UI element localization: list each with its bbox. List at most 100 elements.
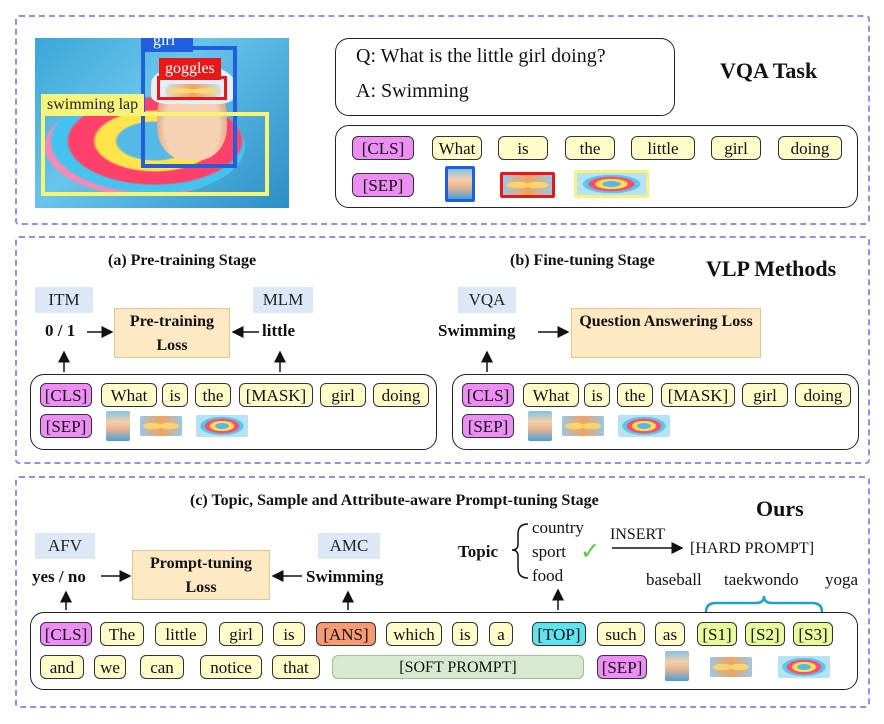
girl-thumbnail (665, 651, 689, 681)
mlm-label: MLM (253, 287, 313, 313)
swimming-lap-bbox (41, 112, 269, 196)
sample-yoga: yoga (825, 570, 859, 589)
vqa-token: What (432, 136, 482, 160)
girl-region-thumbnail (445, 166, 475, 202)
finetune-token-box (452, 374, 859, 450)
amc-value: Swimming (306, 567, 384, 586)
pretrain-token: What (101, 383, 157, 407)
goggles-region-thumbnail (500, 172, 555, 198)
sample-token: [S1] (697, 622, 737, 646)
finetune-token: [MASK] (661, 383, 735, 407)
vqa-token: the (565, 136, 615, 160)
question-text: Q: What is the little girl doing? (356, 45, 606, 67)
goggles-image (165, 84, 221, 98)
goggles-thumbnail (562, 416, 604, 436)
itm-value: 0 / 1 (45, 321, 76, 340)
vqa-sep-token: [SEP] (352, 173, 414, 197)
swim-ring-thumbnail (618, 415, 670, 437)
ours-title: Ours (756, 496, 804, 521)
prompt-token: [ANS] (316, 622, 376, 646)
pretraining-loss-box: Pre-training Loss (114, 308, 230, 358)
itm-label: ITM (35, 287, 93, 313)
afv-label: AFV (35, 533, 95, 559)
prompt-token: [TOP] (532, 622, 586, 646)
girl-thumbnail (528, 411, 552, 441)
finetune-token: [CLS] (462, 383, 514, 407)
topic-food: food (532, 566, 564, 585)
vqa-token: girl (711, 136, 761, 160)
qa-box (335, 38, 675, 116)
swimming-lap-label: swimming lap (41, 94, 145, 116)
mlm-value: little (262, 321, 296, 340)
topic-country: country (532, 518, 584, 537)
vqa-token: doing (778, 136, 842, 160)
pretrain-token: girl (320, 383, 366, 407)
sample-baseball: baseball (646, 570, 702, 589)
soft-prompt-token: [SOFT PROMPT] (332, 655, 584, 679)
ours-heading: (c) Topic, Sample and Attribute-aware Pr… (190, 492, 599, 509)
vlp-panel (15, 236, 870, 464)
prompt-token: girl (219, 622, 263, 646)
pretrain-token-box (30, 374, 437, 450)
finetune-token: is (584, 383, 610, 407)
sample-token: [S3] (793, 622, 833, 646)
hard-prompt-label: [HARD PROMPT] (690, 540, 815, 557)
prompt-token: we (94, 655, 126, 679)
topic-sport: sport (532, 542, 566, 561)
girl-thumbnail (106, 411, 130, 441)
insert-label: INSERT (610, 526, 666, 543)
swim-ring-region-thumbnail (574, 170, 649, 198)
pool-photo: girl goggles swimming lap (35, 38, 289, 208)
finetune-token: the (617, 383, 653, 407)
pretrain-token: [MASK] (239, 383, 313, 407)
goggles-thumbnail (140, 416, 182, 436)
prompt-token: is (273, 622, 305, 646)
finetune-token: girl (742, 383, 788, 407)
prompt-token: [CLS] (40, 622, 92, 646)
finetune-heading: (b) Fine-tuning Stage (510, 252, 655, 269)
finetune-token: What (523, 383, 579, 407)
vqa-label: VQA (458, 287, 516, 313)
check-icon: ✓ (580, 537, 601, 565)
pretrain-token: is (162, 383, 188, 407)
ours-panel (15, 476, 870, 708)
answer-text: A: Swimming (356, 80, 469, 102)
goggles-label: goggles (159, 58, 221, 80)
pretrain-sep-token: [SEP] (40, 414, 92, 438)
swim-ring-thumbnail (778, 656, 830, 678)
prompt-token: notice (200, 655, 262, 679)
prompt-token: a (489, 622, 513, 646)
vqa-token: little (631, 136, 695, 160)
prompt-token: can (140, 655, 184, 679)
prompt-token: that (272, 655, 320, 679)
vqa-task-title: VQA Task (720, 58, 818, 83)
vlp-methods-title: VLP Methods (706, 256, 837, 281)
prompt-token: little (155, 622, 207, 646)
prompt-token: The (100, 622, 144, 646)
finetune-sep-token: [SEP] (462, 414, 514, 438)
sample-token: [S2] (745, 622, 785, 646)
pretrain-token: [CLS] (40, 383, 92, 407)
goggles-thumbnail (710, 657, 752, 677)
prompt-token: which (386, 622, 442, 646)
prompt-token: is (452, 622, 478, 646)
ours-sep-token: [SEP] (597, 655, 647, 679)
vqa-token: is (498, 136, 548, 160)
amc-label: AMC (318, 533, 380, 559)
prompt-tuning-loss-box: Prompt-tuning Loss (132, 550, 270, 600)
sample-taekwondo: taekwondo (724, 570, 799, 589)
vqa-panel (15, 15, 870, 225)
prompt-token: and (40, 655, 84, 679)
prompt-token: such (597, 622, 645, 646)
pretrain-token: doing (373, 383, 429, 407)
topic-label: Topic (458, 542, 499, 561)
prompt-token: as (655, 622, 685, 646)
vqa-token: [CLS] (352, 136, 414, 160)
pretrain-token: the (195, 383, 231, 407)
finetune-token: doing (795, 383, 851, 407)
pretrain-heading: (a) Pre-training Stage (108, 252, 257, 269)
swim-ring-thumbnail (196, 415, 248, 437)
afv-value: yes / no (32, 567, 86, 586)
girl-label: girl (141, 38, 194, 52)
vqa-value: Swimming (438, 321, 516, 340)
